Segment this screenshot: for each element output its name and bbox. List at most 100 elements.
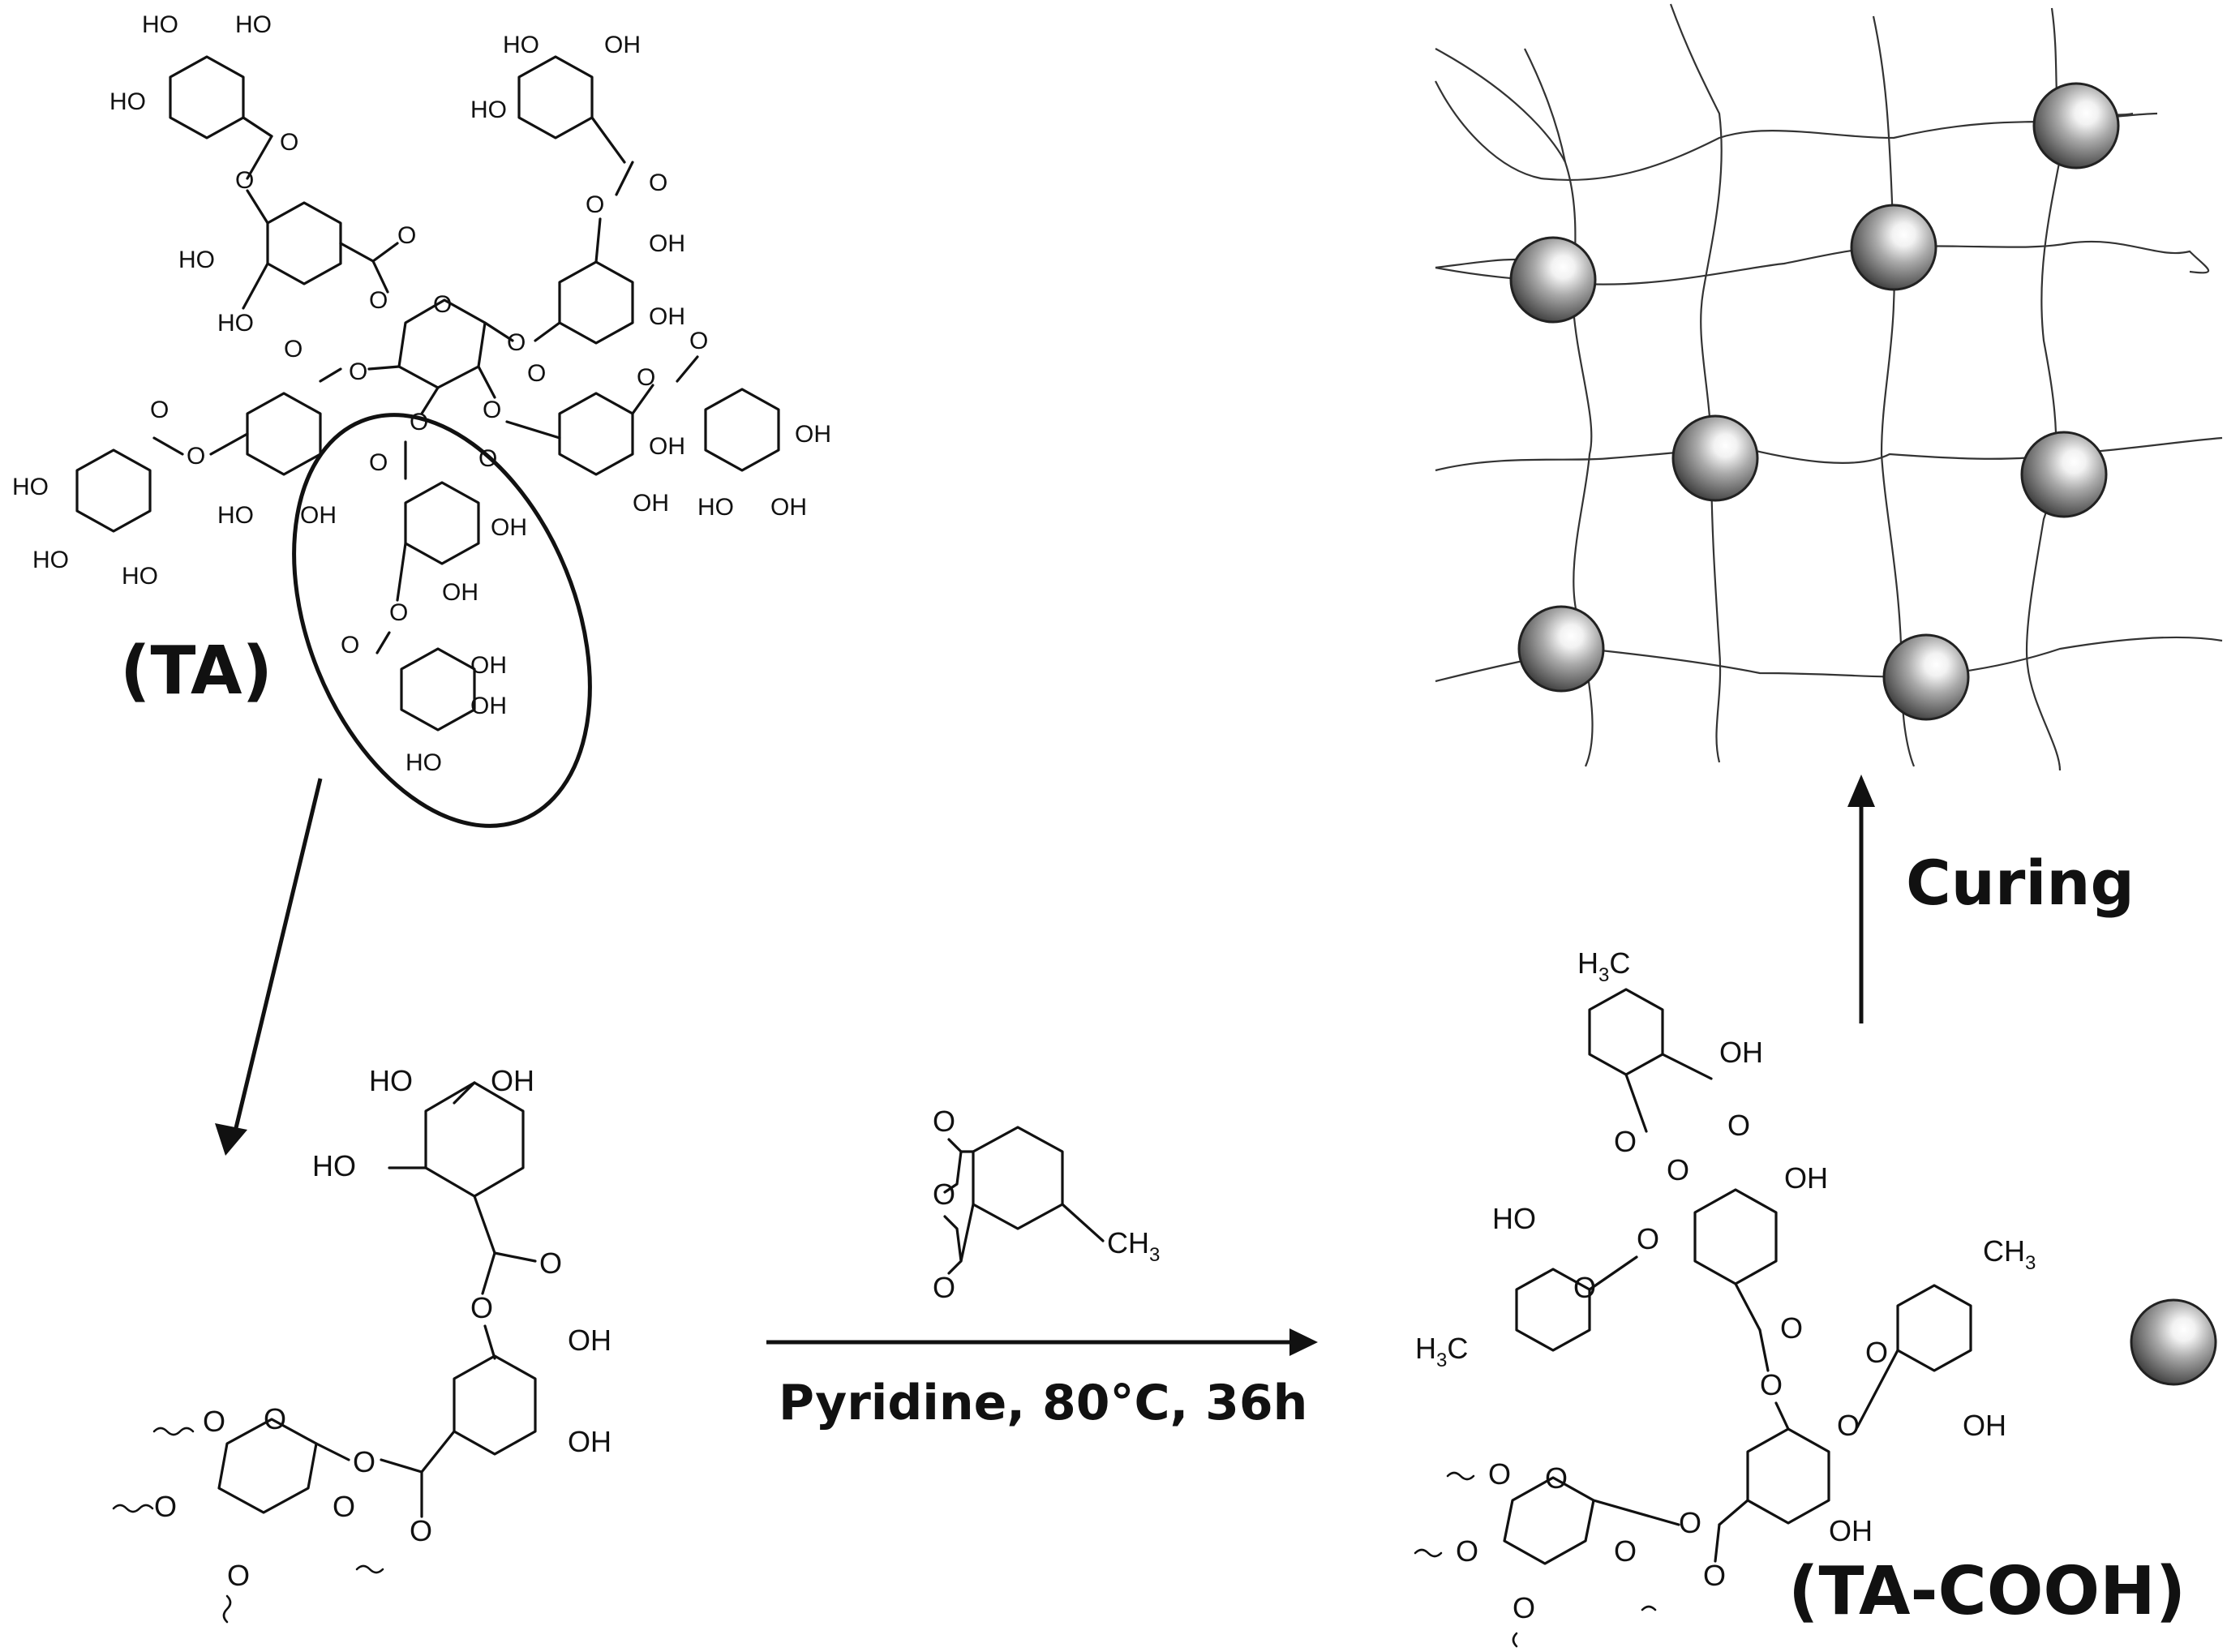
- anh-ch3: CH3: [1107, 1226, 1160, 1266]
- anh-o-1: O: [933, 1105, 955, 1138]
- tac-ho-1: HO: [1492, 1202, 1536, 1235]
- ta-arm-lower-digalloyl: O O OH OH O O OH OH HO: [292, 386, 592, 828]
- ta-oh-2: OH: [649, 230, 685, 257]
- ta-ho-6: HO: [470, 97, 507, 123]
- ta-o-12: O: [150, 397, 169, 423]
- ta-oh-12: OH: [442, 579, 478, 606]
- reaction-arrowhead: [1289, 1328, 1318, 1356]
- ta-oh-5: OH: [300, 502, 337, 529]
- tac-h3c-1: H3C: [1577, 946, 1630, 986]
- tac-h3c-2: H3C: [1415, 1332, 1468, 1371]
- frag-oh-1: OH: [491, 1064, 534, 1097]
- ta-arm-upper-left: O O O HO HO O HO HO HO: [109, 11, 416, 337]
- frag-o-7: O: [227, 1559, 250, 1592]
- tac-o-2: O: [1637, 1222, 1659, 1255]
- crosslink-node: [1517, 605, 1605, 693]
- frag-o-3: O: [410, 1514, 432, 1547]
- frag-o-5: O: [203, 1405, 225, 1438]
- ta-arm-left: O O HO OH O O HO HO HO: [12, 336, 401, 590]
- ta-o-16: O: [689, 328, 708, 354]
- ta-ho-7: HO: [217, 502, 254, 529]
- tac-o-3: O: [1780, 1311, 1803, 1345]
- ta-ho-8: HO: [12, 474, 49, 500]
- tac-o-12: O: [1488, 1457, 1511, 1491]
- ta-oh-10: OH: [770, 494, 807, 521]
- ta-ho-10: HO: [697, 494, 734, 521]
- ta-oh-14: OH: [470, 693, 507, 719]
- ta-o-1: O: [369, 287, 388, 314]
- ta-oh-8: OH: [649, 433, 685, 460]
- frag-o-1: O: [539, 1247, 562, 1280]
- digalloyl-glucose-fragment: HO OH HO O O OH OH O O O O O O O: [112, 1064, 611, 1624]
- ta-oh-4: OH: [604, 32, 641, 58]
- crosslink-node: [1850, 204, 1937, 291]
- crosslink-node: [1882, 633, 1970, 721]
- ta-ho-2: HO: [217, 310, 254, 337]
- ta-o-17: O: [410, 409, 428, 436]
- ta-ho-1: HO: [178, 247, 215, 273]
- ta-o-13: O: [483, 397, 501, 423]
- frag-ho-1: HO: [369, 1064, 413, 1097]
- ta-oh-1: HO: [235, 11, 272, 38]
- ta-cooh-structure: OH OH O O O O O O O H3C OH O O HO O H3C …: [1414, 946, 2036, 1648]
- tannic-acid-structure: O O O O HO HO O HO HO HO O: [12, 11, 831, 828]
- ta-oh-13: OH: [470, 652, 507, 679]
- tac-oh-4: OH: [1963, 1409, 2006, 1442]
- ta-o-9: O: [349, 358, 367, 385]
- frag-ho-2: HO: [312, 1149, 356, 1182]
- ta-oh-6: HO: [122, 563, 158, 590]
- curing-label: Curing: [1906, 847, 2135, 919]
- tac-ring-o: O: [1545, 1461, 1568, 1495]
- ta-arm-right: O O OH OH O O OH OH HO: [477, 328, 831, 521]
- crosslink-node: [2032, 82, 2120, 169]
- ta-o-6: O: [527, 360, 546, 387]
- tac-oh-1: OH: [1784, 1161, 1828, 1195]
- ta-o-15: O: [637, 364, 655, 391]
- ta-ho-5: HO: [503, 32, 539, 58]
- ta-oh-3: OH: [649, 303, 685, 330]
- frag-o-4: O: [353, 1445, 375, 1478]
- ta-o-4: O: [280, 129, 298, 156]
- anh-o-2: O: [933, 1178, 955, 1211]
- ta-o-8: O: [649, 169, 667, 196]
- ta-ho-11: HO: [405, 749, 442, 776]
- frag-o-6: O: [154, 1490, 177, 1523]
- frag-o-2: O: [470, 1291, 493, 1324]
- crosslink-node: [1671, 414, 1759, 502]
- tac-o-1: O: [1667, 1153, 1689, 1186]
- ta-o-7: O: [586, 191, 604, 218]
- crosslink-node: [1509, 236, 1597, 324]
- ta-label: (TA): [120, 633, 272, 710]
- ta-arm-upper-right: O O OH OH O O HO OH HO: [470, 32, 685, 387]
- ta-ho-4: HO: [109, 88, 146, 115]
- anhydride-reagent: O O O CH3: [933, 1105, 1160, 1304]
- tac-o-6: O: [1703, 1559, 1726, 1592]
- frag-o-8: O: [333, 1490, 355, 1523]
- ta-o-11: O: [187, 443, 205, 470]
- network-crosslinks: [1509, 82, 2120, 721]
- nanoparticle-sphere: [2130, 1298, 2217, 1386]
- curing-arrowhead: [1847, 775, 1875, 807]
- tac-oh-3: OH: [1719, 1036, 1763, 1069]
- tac-o-11: O: [1865, 1336, 1888, 1369]
- ta-cooh-label: (TA-COOH): [1788, 1553, 2186, 1630]
- ta-oh-9: OH: [795, 421, 831, 448]
- tac-ch3: CH3: [1983, 1234, 2036, 1274]
- tac-o-15: O: [1614, 1534, 1637, 1568]
- frag-ring-o: O: [264, 1402, 286, 1435]
- frag-oh-2: OH: [568, 1324, 611, 1357]
- ta-ho-3: HO: [142, 11, 178, 38]
- frag-oh-3: OH: [568, 1425, 611, 1458]
- ta-o-18: O: [369, 449, 388, 476]
- anh-o-3: O: [933, 1271, 955, 1304]
- tac-o-5: O: [1837, 1409, 1860, 1442]
- tac-o-9: O: [1614, 1125, 1637, 1158]
- ta-ho-9: HO: [32, 547, 69, 573]
- ta-ring-oxygen: O: [433, 291, 452, 318]
- tac-o-14: O: [1513, 1591, 1535, 1624]
- tac-o-4: O: [1760, 1368, 1783, 1401]
- ta-o-19: O: [389, 599, 408, 626]
- crosslink-node: [2020, 431, 2108, 518]
